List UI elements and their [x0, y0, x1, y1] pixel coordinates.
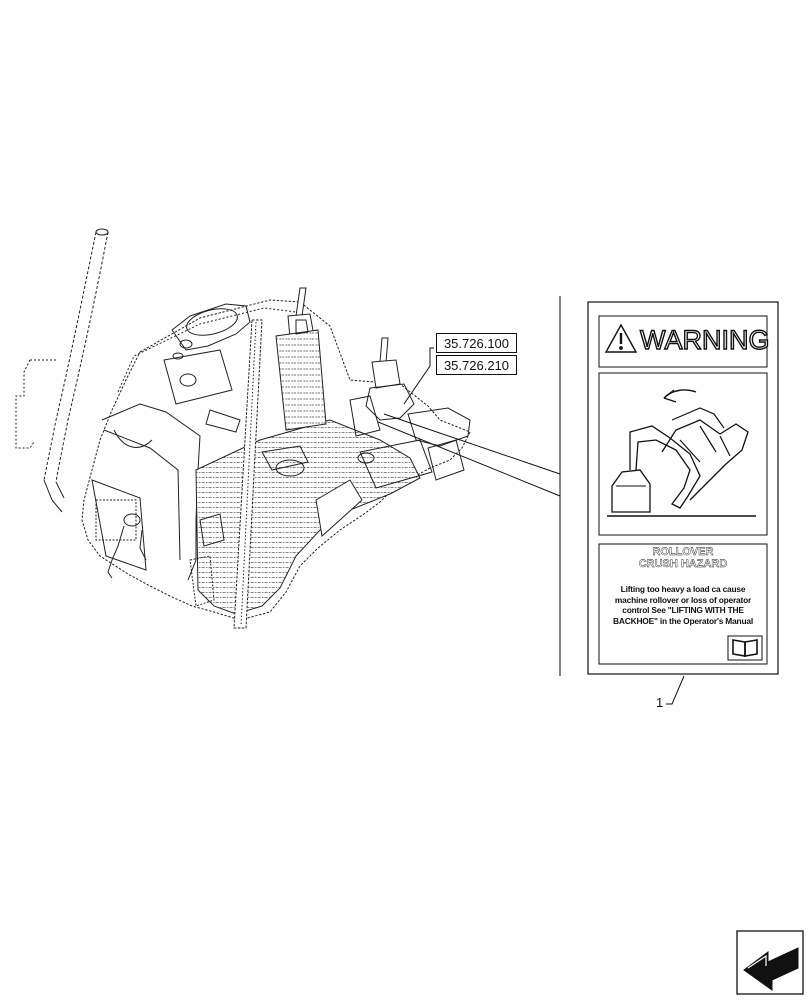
warning-triangle-icon — [604, 323, 638, 353]
hazard-title-line-1: ROLLOVER — [652, 546, 714, 558]
reference-code: 35.726.210 — [443, 358, 510, 373]
front-step — [189, 513, 225, 607]
callout-leader — [666, 675, 685, 705]
message-line: Lifting too heavy a load ca cause — [620, 584, 746, 594]
warning-decal — [587, 301, 779, 675]
decal-signal-word: WARNING — [639, 324, 770, 355]
callout-number: 1 — [656, 695, 664, 710]
rear-frame — [261, 407, 471, 537]
instrument-cluster — [163, 303, 251, 433]
cab-pillar — [233, 319, 263, 629]
leader-lines — [377, 296, 561, 676]
decal-text-box — [598, 543, 768, 665]
decal-outline — [587, 301, 779, 675]
open-book-icon — [732, 639, 758, 657]
previous-page-button[interactable] — [737, 931, 803, 994]
hazard-title-line-2: CRUSH HAZARD — [638, 558, 728, 570]
reference-box-1[interactable]: 35.726.100 — [436, 333, 517, 353]
decal-message: Lifting too heavy a load ca cause machin… — [602, 584, 764, 626]
previous-page-arrow-icon — [736, 930, 804, 995]
reference-box-2[interactable]: 35.726.210 — [436, 355, 517, 375]
handrail-left — [15, 228, 109, 513]
decal-header-box — [598, 315, 768, 368]
message-line: BACKHOE" in the Operator's Manual — [613, 615, 753, 626]
backhoe-control-lever — [349, 337, 415, 437]
reference-code: 35.726.100 — [443, 336, 510, 351]
manual-icon-box — [727, 635, 763, 661]
floor-mat — [195, 419, 421, 615]
left-console — [91, 403, 201, 581]
backhoe-tipping-over-pictogram — [598, 372, 768, 536]
decal-hazard-title: ROLLOVER CRUSH HAZARD — [600, 546, 766, 570]
message-line: control See "LIFTING WITH THE — [622, 605, 744, 615]
message-line: machine rollover or loss of operator — [614, 594, 752, 605]
tractor-cab-floor-illustration — [15, 228, 471, 629]
loader-control-lever — [275, 287, 327, 431]
